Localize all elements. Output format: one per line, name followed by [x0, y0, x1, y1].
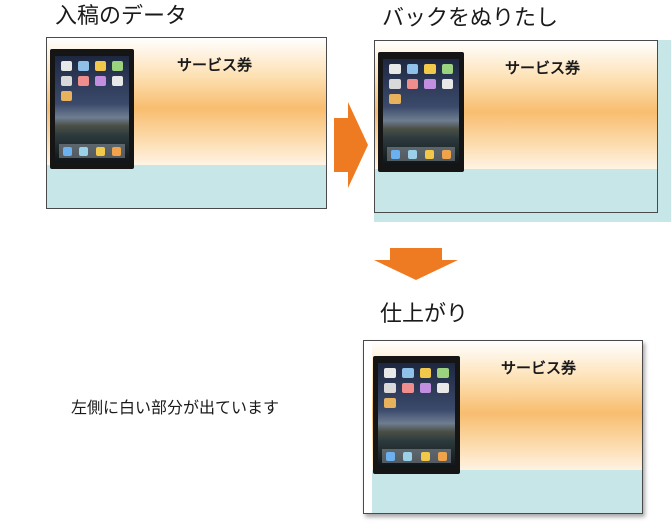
arrow-right-icon	[334, 102, 368, 188]
white-left-edge	[364, 341, 372, 513]
source-card: サービス券	[46, 37, 327, 209]
voucher-label: サービス券	[177, 56, 253, 74]
card-bottom-band	[47, 165, 326, 208]
card-bottom-band	[375, 169, 657, 212]
source-title: 入稿のデータ	[55, 4, 188, 29]
final-card: サービス券	[363, 340, 643, 514]
bleed-title: バックをぬりたし	[382, 6, 559, 31]
tablet-device-icon	[50, 49, 134, 169]
tablet-device-icon	[378, 52, 464, 172]
white-edge-note: 左側に白い部分が出ています	[71, 398, 280, 417]
card-bottom-band	[364, 470, 642, 513]
bleed-card: サービス券	[374, 40, 658, 213]
bleed-extension-right	[655, 40, 671, 222]
final-title: 仕上がり	[380, 302, 469, 327]
voucher-label: サービス券	[501, 359, 577, 377]
tablet-device-icon	[373, 356, 460, 474]
voucher-label: サービス券	[505, 59, 581, 77]
arrow-down-icon	[374, 248, 458, 280]
